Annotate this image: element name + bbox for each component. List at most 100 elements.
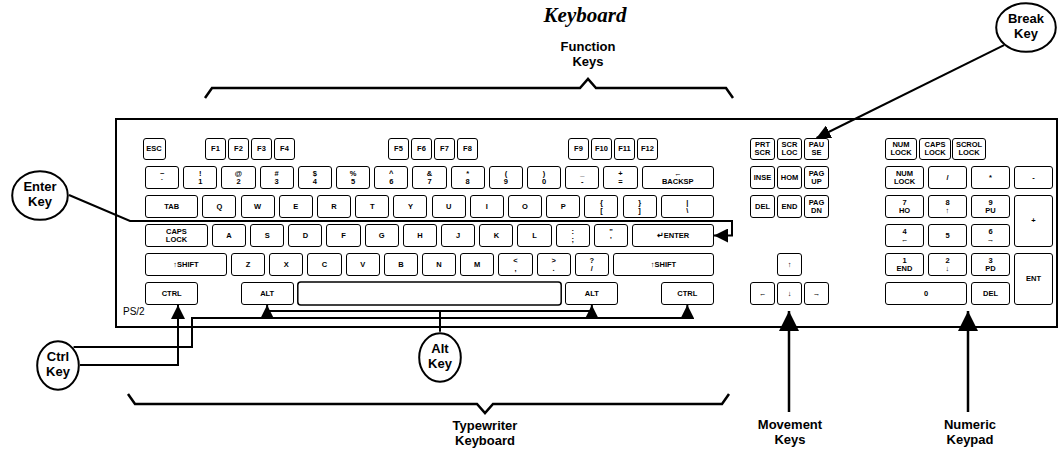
keyboard-key: SCROL LOCK <box>952 138 986 160</box>
keyboard-key: PAG UP <box>804 166 829 189</box>
keyboard-key: ↑SHIFT <box>145 253 227 276</box>
key-label: & 7 <box>427 170 432 186</box>
keyboard-key: 3 PD <box>971 253 1010 276</box>
key-label: PAG DN <box>809 199 825 215</box>
key-label: @ 2 <box>235 170 242 186</box>
keyboard-key: ← BACKSP <box>642 166 714 189</box>
keyboard-key: F9 <box>568 138 589 160</box>
key-label: U <box>446 203 451 211</box>
keyboard-key: 6 → <box>971 224 1010 247</box>
keyboard-key: L <box>517 224 551 247</box>
label-holder: Movement Keys <box>758 418 822 448</box>
label-holder: Typewriter Keyboard <box>453 419 518 449</box>
key-label: F9 <box>574 145 583 153</box>
key-label: Y <box>408 203 413 211</box>
keyboard-key: F8 <box>457 138 478 160</box>
keyboard-key: J <box>441 224 475 247</box>
key-label: CAPS LOCK <box>924 141 945 157</box>
key-label: K <box>494 232 499 240</box>
keyboard-key: | \ <box>661 195 714 218</box>
keyboard-key: PAG DN <box>804 195 829 218</box>
keyboard-key: F10 <box>591 138 612 160</box>
key-label: PAG UP <box>809 170 825 186</box>
key-label: 1 END <box>897 257 913 273</box>
key-label: N <box>436 261 441 269</box>
keyboard-key: ↑ <box>777 253 802 276</box>
callout-oval: Alt Key <box>418 332 462 383</box>
callout-ellipse <box>419 333 461 382</box>
key-label: ALT <box>260 290 274 298</box>
key-label: ↓ <box>788 290 792 298</box>
keyboard-key: 9 PU <box>971 195 1010 218</box>
key-label: CTRL <box>677 290 697 298</box>
key-label: " ' <box>609 228 613 244</box>
key-label: I <box>486 203 488 211</box>
keyboard-key: CTRL <box>661 282 714 305</box>
key-label: INSE <box>754 174 772 182</box>
keyboard-key: ← <box>750 282 775 305</box>
leader-arrow <box>817 45 1005 138</box>
keyboard-key: → <box>804 282 829 305</box>
key-label: F12 <box>641 145 654 153</box>
key-label: ← BACKSP <box>662 170 694 186</box>
key-label: R <box>331 203 336 211</box>
keyboard-key: F <box>326 224 360 247</box>
key-label: X <box>284 261 289 269</box>
key-label: SCROL LOCK <box>956 141 982 157</box>
keyboard-key: NUM LOCK <box>885 166 924 189</box>
key-label: F2 <box>234 145 243 153</box>
key-label: ) 0 <box>542 170 546 186</box>
key-label: ALT <box>585 290 599 298</box>
keyboard-key: + <box>1014 195 1053 247</box>
keyboard-key: I <box>470 195 504 218</box>
key-label: 5 <box>945 232 949 240</box>
keyboard-key: U <box>432 195 466 218</box>
keyboard-key: : ; <box>556 224 590 247</box>
key-label: → <box>813 290 821 298</box>
key-label: ! 1 <box>198 170 202 186</box>
key-label: $ 4 <box>313 170 317 186</box>
label-holder: Function Keys <box>561 40 616 70</box>
key-label: F3 <box>257 145 266 153</box>
key-label: # 3 <box>275 170 279 186</box>
keyboard-key: % 5 <box>336 166 370 189</box>
keyboard-body: PS/2ESCF1F2F3F4F5F6F7F8F9F10F11F12PRT SC… <box>115 118 1058 328</box>
keyboard-key: S <box>250 224 284 247</box>
keyboard-key: B <box>384 253 418 276</box>
keyboard-key: ALT <box>565 282 618 305</box>
typewriter-bracket <box>128 394 729 413</box>
keyboard-key: ( 9 <box>489 166 523 189</box>
key-label: F10 <box>595 145 608 153</box>
key-label: F4 <box>280 145 289 153</box>
keyboard-key: DEL <box>971 282 1010 305</box>
key-label: F6 <box>417 145 426 153</box>
key-label: * 8 <box>466 170 470 186</box>
key-label: Q <box>216 203 222 211</box>
label-holder: Numeric Keypad <box>944 418 996 448</box>
key-label: 3 PD <box>985 257 995 273</box>
keyboard-key: _ - <box>565 166 599 189</box>
key-label: F <box>341 232 346 240</box>
keyboard-key: & 7 <box>412 166 446 189</box>
keyboard-key: 2 ↓ <box>928 253 967 276</box>
keyboard-key: E <box>279 195 313 218</box>
keyboard-key: } ] <box>623 195 657 218</box>
key-label: TAB <box>164 203 179 211</box>
key-label: F1 <box>211 145 220 153</box>
keyboard-key: ! 1 <box>183 166 217 189</box>
keyboard-key: F11 <box>614 138 635 160</box>
key-label: + = <box>618 170 622 186</box>
key-label: E <box>293 203 298 211</box>
key-label: F5 <box>394 145 403 153</box>
key-label: 9 PU <box>985 199 995 215</box>
keyboard-key: ESC <box>143 138 166 160</box>
key-label: CTRL <box>162 290 182 298</box>
keyboard-key: D <box>288 224 322 247</box>
key-label: % 5 <box>350 170 357 186</box>
keyboard-key: + = <box>603 166 637 189</box>
key-label: S <box>265 232 270 240</box>
key-label: 0 <box>924 290 928 298</box>
keyboard-key: Q <box>202 195 236 218</box>
keyboard-key: < , <box>498 253 532 276</box>
keyboard-key: 1 END <box>885 253 924 276</box>
